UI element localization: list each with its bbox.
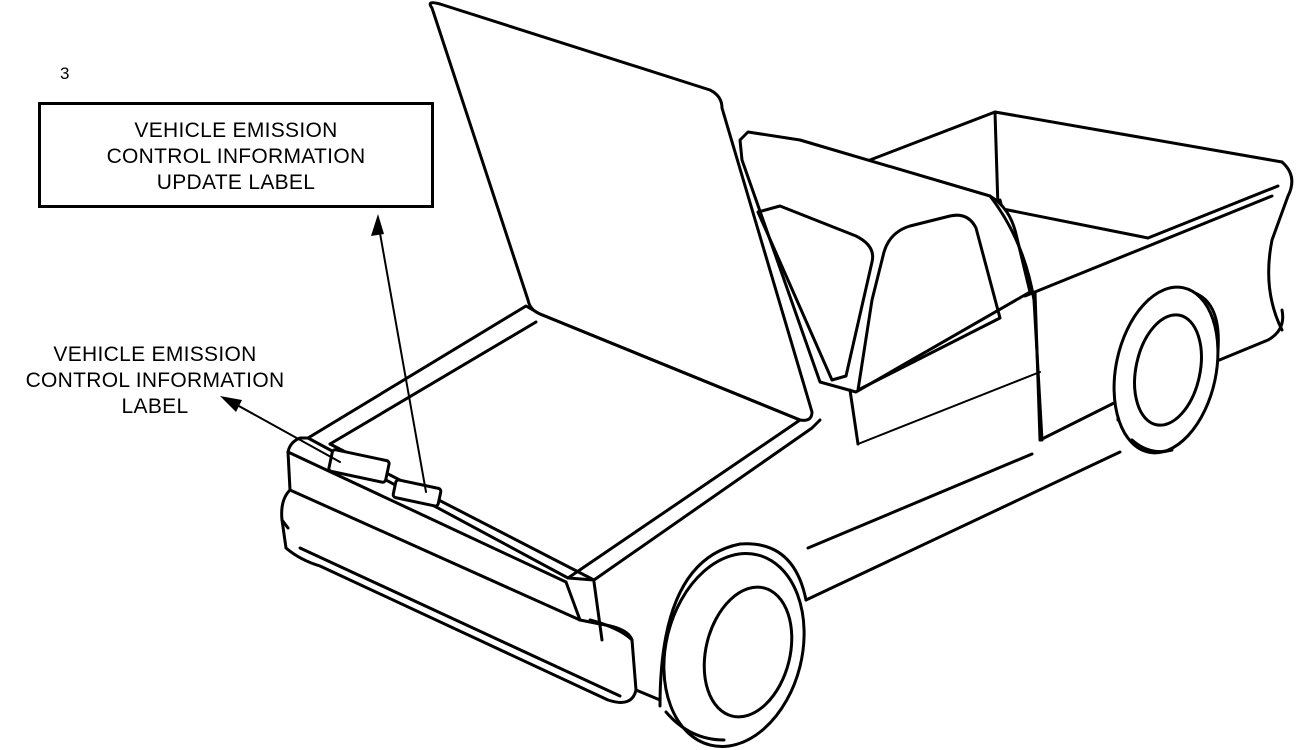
control-label-line-2: CONTROL INFORMATION — [2, 368, 308, 394]
update-label-line-3: UPDATE LABEL — [38, 170, 434, 196]
update-label-leader-line — [378, 222, 426, 492]
control-label-line-1: VEHICLE EMISSION — [2, 342, 308, 368]
figure-reference-number: 3 — [60, 64, 69, 84]
update-label-arrowhead — [371, 214, 384, 236]
control-label-callout-text: VEHICLE EMISSION CONTROL INFORMATION LAB… — [2, 342, 308, 420]
update-label-line-2: CONTROL INFORMATION — [38, 144, 434, 170]
rear-wheel — [1100, 277, 1233, 462]
front-wheel — [644, 538, 823, 750]
update-label-line-1: VEHICLE EMISSION — [38, 118, 434, 144]
control-label-line-3: LABEL — [2, 394, 308, 420]
update-label-callout-text: VEHICLE EMISSION CONTROL INFORMATION UPD… — [38, 118, 434, 196]
open-hood — [430, 3, 812, 421]
